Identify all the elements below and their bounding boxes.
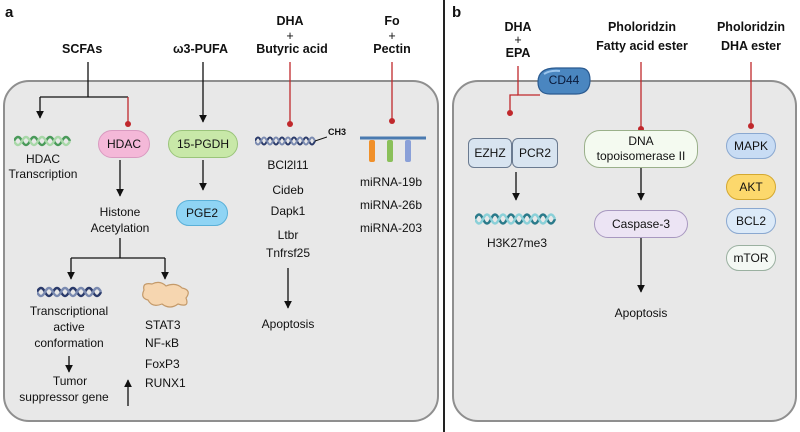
cd44-label: CD44 — [548, 73, 580, 87]
hdac-transcription-label-2: Transcription — [8, 167, 78, 181]
head-b-plus: + — [514, 33, 522, 47]
histone-helix-icon — [475, 213, 557, 225]
tumor-label-2: suppressor gene — [19, 390, 109, 404]
pgdh-node: 15-PGDH — [168, 130, 238, 158]
head-plus-1: + — [286, 29, 294, 43]
gene-tnfrsf25: Tnfrsf25 — [265, 246, 310, 260]
ezhz-node: EZHZ — [468, 138, 512, 168]
head-pectin: Pectin — [373, 42, 411, 56]
mirna-26b: miRNA-26b — [359, 198, 422, 212]
gene-ltbr: Ltbr — [277, 228, 299, 242]
ch3-label: CH3 — [328, 127, 347, 137]
pcr2-node: PCR2 — [512, 138, 558, 168]
topo-label-1: DNA — [628, 134, 654, 148]
head-b-fatty-acid-ester: Fatty acid ester — [596, 39, 688, 53]
hdac-transcription-label-1: HDAC — [25, 152, 60, 166]
gene-dapk1: Dapk1 — [270, 204, 306, 218]
mirna-icon — [360, 136, 426, 162]
panel-divider — [443, 0, 445, 432]
head-b-pholoridzin-1: Pholoridzin — [607, 20, 677, 34]
bcl2-node: BCL2 — [726, 208, 776, 234]
head-w3-pufa: ω3-PUFA — [173, 42, 229, 56]
transcriptional-label-2: active — [53, 320, 85, 334]
head-b-epa: EPA — [505, 46, 531, 60]
head-fo: Fo — [384, 14, 400, 28]
cd44-receptor-icon — [537, 67, 591, 95]
h3k27me3-label: H3K27me3 — [486, 236, 548, 250]
mirna-203: miRNA-203 — [359, 221, 422, 235]
mapk-node: MAPK — [726, 133, 776, 159]
factor-foxp3: FoxP3 — [145, 357, 180, 371]
head-b-dha: DHA — [504, 20, 532, 34]
head-b-pholoridzin-2: Pholoridzin — [716, 20, 786, 34]
caspase-3-node: Caspase-3 — [594, 210, 688, 238]
dna-helix-icon — [14, 135, 72, 147]
head-butyric-acid: Butyric acid — [256, 42, 328, 56]
factor-runx1: RUNX1 — [145, 376, 186, 390]
head-plus-2: + — [388, 29, 396, 43]
pge2-node: PGE2 — [176, 200, 228, 226]
mtor-node: mTOR — [726, 245, 776, 271]
gene-cideb: Cideb — [272, 183, 304, 197]
head-dha: DHA — [276, 14, 304, 28]
histone-label-1: Histone — [99, 205, 141, 219]
gene-bcl2l11: BCl2l11 — [267, 158, 309, 172]
transcriptional-label-3: conformation — [34, 336, 104, 350]
tumor-label-1: Tumor — [52, 374, 88, 388]
apoptosis-a-label: Apoptosis — [261, 317, 315, 331]
panel-label-b: b — [452, 4, 462, 21]
histone-label-2: Acetylation — [90, 221, 150, 235]
akt-node: AKT — [726, 174, 776, 200]
head-scfas: SCFAs — [62, 42, 103, 56]
topoisomerase-node: DNA topoisomerase II — [584, 130, 698, 168]
hdac-node: HDAC — [98, 130, 150, 158]
apoptosis-b-label: Apoptosis — [614, 306, 668, 320]
mirna-19b: miRNA-19b — [359, 175, 422, 189]
transcriptional-label-1: Transcriptional — [29, 304, 109, 318]
topo-label-2: topoisomerase II — [596, 149, 686, 163]
chromatin-helix-icon — [37, 286, 103, 298]
panel-label-a: a — [5, 4, 14, 21]
factor-stat3: STAT3 — [145, 318, 181, 332]
methylated-dna-icon — [255, 136, 327, 146]
protein-icon — [142, 281, 189, 308]
head-b-dha-ester: DHA ester — [721, 39, 781, 53]
factor-nfkb: NF-κB — [145, 336, 179, 350]
